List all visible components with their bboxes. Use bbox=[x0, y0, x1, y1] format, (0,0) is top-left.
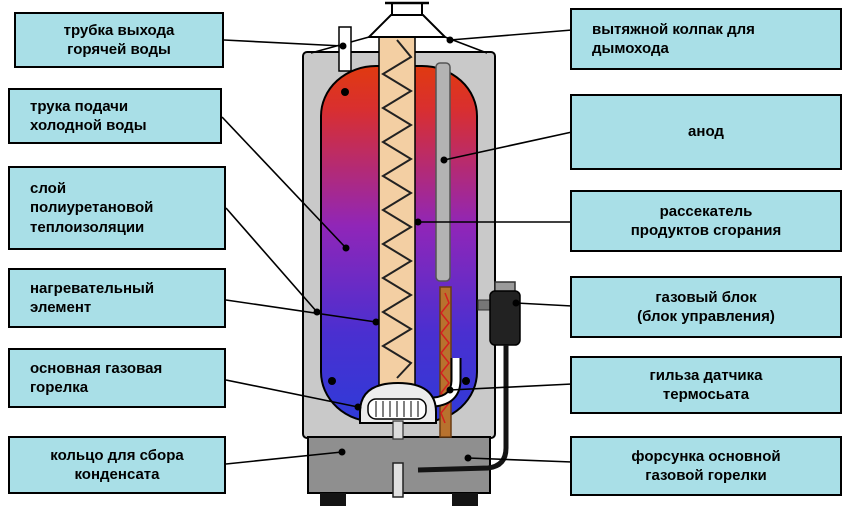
burner-stem bbox=[392, 420, 404, 440]
connector-lines bbox=[221, 29, 573, 465]
heater-feet bbox=[320, 493, 478, 506]
label-burner-nozzle: форсунка основной газовой горелки bbox=[570, 436, 842, 496]
connector-dots bbox=[313, 36, 520, 462]
label-insulation-layer: слой полиуретановой теплоизоляции bbox=[8, 166, 226, 250]
label-hot-water-outlet-tube: трубка выхода горячей воды bbox=[14, 12, 224, 68]
drain-pipe bbox=[392, 462, 404, 498]
hot-water-pipe bbox=[338, 26, 352, 72]
label-gas-control-unit: газовый блок (блок управления) bbox=[570, 276, 842, 338]
label-exhaust-hood: вытяжной колпак для дымохода bbox=[570, 8, 842, 70]
anode-rod bbox=[435, 62, 451, 282]
label-combustion-diffuser: рассекатель продуктов сгорания bbox=[570, 190, 842, 252]
label-main-gas-burner: основная газовая горелка bbox=[8, 348, 226, 408]
elbow-pipe bbox=[433, 358, 462, 408]
label-condensate-ring: кольцо для сбора конденсата bbox=[8, 436, 226, 494]
thermostat-sleeve-part bbox=[439, 286, 452, 438]
label-heating-element: нагревательный элемент bbox=[8, 268, 226, 328]
tank-fitting-dots bbox=[328, 88, 470, 385]
gas-control-block bbox=[417, 281, 521, 473]
label-thermostat-sleeve: гильза датчика термосьата bbox=[570, 356, 842, 414]
gas-pipe bbox=[417, 345, 509, 473]
label-cold-water-supply-tube: трука подачи холодной воды bbox=[8, 88, 222, 144]
label-anode: анод bbox=[570, 94, 842, 170]
baffle-zigzag bbox=[381, 39, 413, 379]
burner-assembly bbox=[359, 381, 437, 440]
